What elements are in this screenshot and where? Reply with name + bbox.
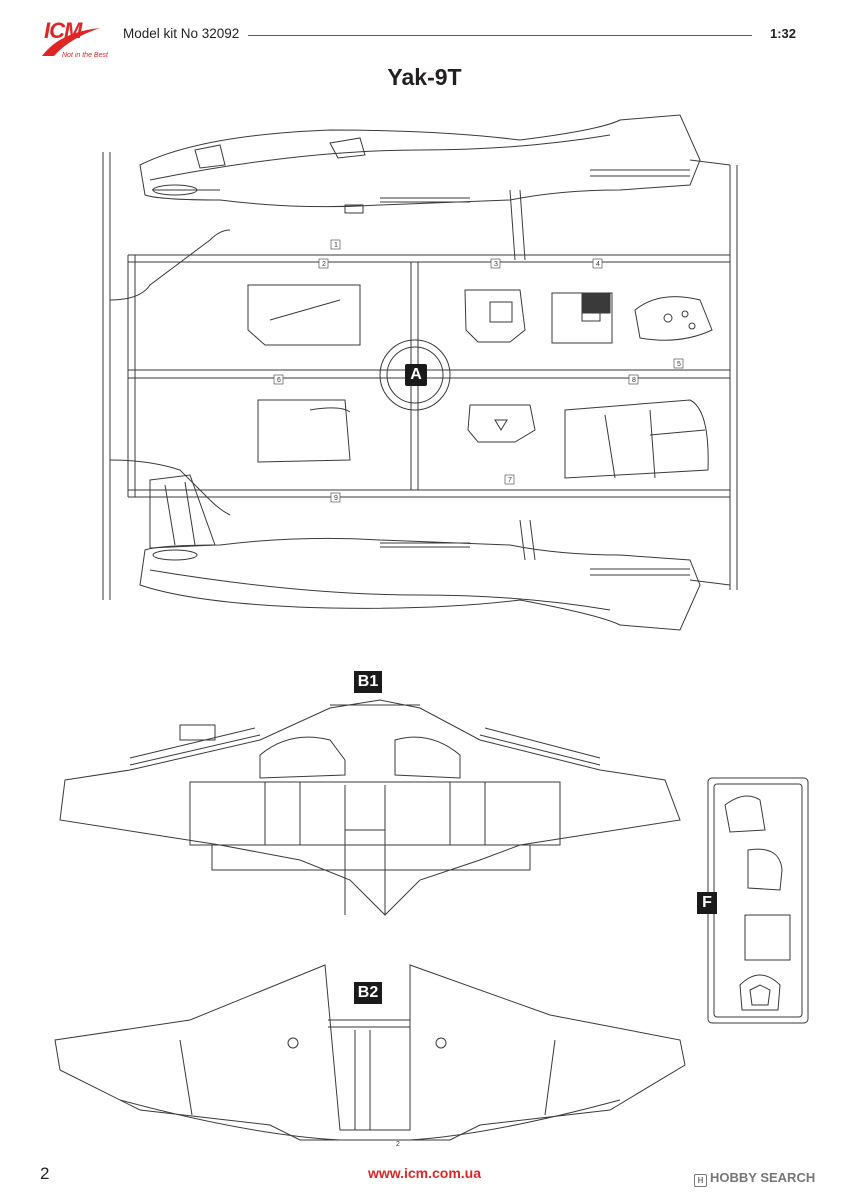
part-number-box <box>628 374 639 385</box>
sprue-a-parts <box>247 284 713 479</box>
page-number: 2 <box>40 1164 50 1183</box>
part-number-box <box>504 474 515 485</box>
sprue-label-f: F <box>697 892 717 914</box>
part-number: 2 <box>396 1141 400 1148</box>
hobby-search-logo-icon: H <box>694 1174 707 1187</box>
icm-logo-swoosh-icon <box>42 28 100 56</box>
part-number-box <box>673 358 684 369</box>
part-number-box <box>490 258 501 269</box>
part-number: 6 <box>277 377 281 384</box>
part-number-box <box>318 258 329 269</box>
part-number-box <box>330 239 341 250</box>
sprue-b2-upper-wing <box>54 964 686 1141</box>
header-divider <box>248 35 752 37</box>
brand-tagline: Not in the Best <box>62 52 108 59</box>
watermark-text: HOBBY SEARCH <box>710 1170 816 1185</box>
part-number: 9 <box>334 495 338 502</box>
sprue-label-b2: B2 <box>354 982 382 1004</box>
sprue-label-b1: B1 <box>354 671 382 693</box>
sprue-f-clear <box>707 777 809 1024</box>
part-number-box <box>273 374 284 385</box>
part-number: 4 <box>596 261 600 268</box>
kit-number: Model kit No 32092 <box>123 26 240 41</box>
sprue-b1-lower-wing <box>59 699 681 916</box>
page-title: Yak-9T <box>387 64 462 90</box>
part-number: 8 <box>632 377 636 384</box>
part-number: 2 <box>322 261 326 268</box>
page-header: ICM Not in the Best Model kit No 32092 1… <box>0 0 849 60</box>
part-number: 5 <box>677 361 681 368</box>
brand-logo: ICM <box>44 18 82 43</box>
website-link[interactable]: www.icm.com.ua <box>367 1165 482 1181</box>
sprue-label-a: A <box>405 364 427 386</box>
part-number: 3 <box>494 261 498 268</box>
part-number: 1 <box>334 242 338 249</box>
part-number-box <box>592 258 603 269</box>
scale-label: 1:32 <box>770 26 797 41</box>
part-number-box <box>330 492 341 503</box>
fuselage-half-bottom <box>139 474 701 631</box>
part-number: 7 <box>508 477 512 484</box>
fuselage-half-top <box>139 114 701 214</box>
